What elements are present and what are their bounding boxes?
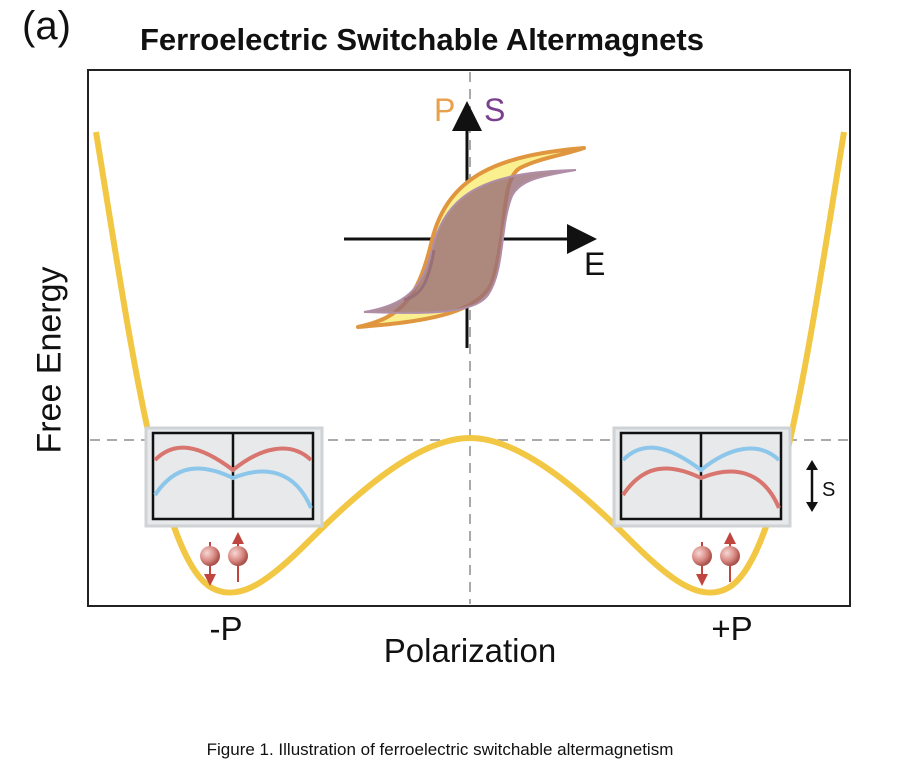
spin-up-atom-icon bbox=[720, 546, 740, 566]
left-band-inset bbox=[144, 426, 324, 528]
y-axis-label: Free Energy bbox=[30, 266, 69, 454]
figure-caption: Figure 1. Illustration of ferroelectric … bbox=[206, 740, 674, 759]
s-hysteresis-loop bbox=[363, 169, 577, 314]
e-label: E bbox=[584, 246, 605, 282]
tick-label-plus-p: +P bbox=[711, 610, 753, 647]
left-blue-band bbox=[153, 466, 313, 509]
right-band-inset bbox=[612, 426, 792, 528]
s-label: S bbox=[484, 92, 505, 128]
p-label: P bbox=[434, 92, 455, 128]
double-arrow-icon bbox=[806, 460, 818, 512]
panel-label: (a) bbox=[22, 4, 71, 48]
left-red-band bbox=[153, 445, 313, 473]
s-loop-edge bbox=[403, 249, 436, 302]
spin-down-atom-icon bbox=[692, 546, 712, 566]
s-splitting-label: S bbox=[822, 479, 835, 501]
spin-down-atom-icon bbox=[200, 546, 220, 566]
spin-up-atom-icon bbox=[228, 546, 248, 566]
right-red-band bbox=[621, 466, 781, 509]
figure-title: Ferroelectric Switchable Altermagnets bbox=[140, 22, 704, 57]
right-blue-band bbox=[621, 445, 781, 473]
plot-frame bbox=[87, 69, 851, 607]
free-energy-curve bbox=[93, 131, 847, 596]
tick-label-minus-p: -P bbox=[209, 610, 243, 647]
left-spin-pair-icon bbox=[200, 532, 248, 586]
x-axis-label: Polarization bbox=[383, 632, 557, 669]
right-spin-pair-icon bbox=[692, 532, 740, 586]
